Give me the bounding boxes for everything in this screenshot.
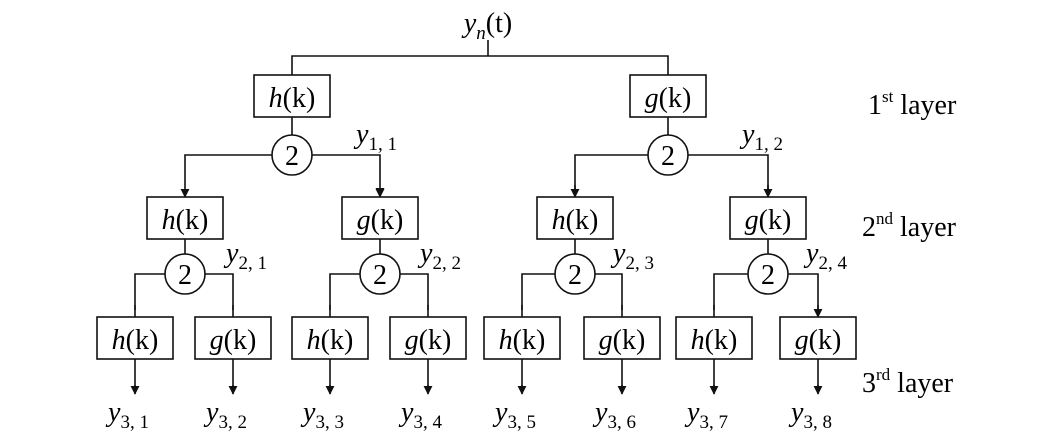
output-wires xyxy=(134,359,819,392)
filter-g-layer3-6 xyxy=(583,316,661,360)
filter-g-layer1-label: g(k) xyxy=(645,83,692,114)
filter-h-layer1-label: h(k) xyxy=(269,83,316,114)
layer2-filter-wires xyxy=(184,239,769,254)
layer1-right-branch xyxy=(574,154,769,190)
filter-h-layer3-7-label: h(k) xyxy=(691,325,738,356)
output-y33: y3, 3 xyxy=(300,397,344,433)
root-base: y xyxy=(461,8,477,39)
filter-g-layer2-a-label: g(k) xyxy=(357,205,404,236)
output-y35: y3, 5 xyxy=(492,397,536,433)
filter-g-layer3-2 xyxy=(194,316,272,360)
coef-y21: y2, 1 xyxy=(223,238,267,274)
filter-g-layer2-a xyxy=(341,196,419,240)
filter-g-layer2-b-label: g(k) xyxy=(745,205,792,236)
output-y37: y3, 7 xyxy=(684,397,728,433)
layer1-left-branch xyxy=(184,154,380,196)
filter-g-layer3-4-label: g(k) xyxy=(405,325,452,356)
downsampler-2-1-label: 2 xyxy=(178,260,192,291)
layer-label-1: 1st layer xyxy=(868,87,957,121)
filter-h-layer3-5 xyxy=(483,316,561,360)
root-sub: n xyxy=(476,23,486,44)
downsampler-2-3-label: 2 xyxy=(568,260,582,291)
filter-h-layer1 xyxy=(253,74,331,118)
output-y34: y3, 4 xyxy=(398,397,442,433)
filter-h-layer2-b xyxy=(536,196,614,240)
filter-h-layer3-1-label: h(k) xyxy=(112,325,159,356)
root-tail: (t) xyxy=(486,8,512,39)
coef-y24: y2, 4 xyxy=(803,238,847,274)
coef-y12: y1, 2 xyxy=(739,119,783,155)
downsampler-2-4-label: 2 xyxy=(761,260,775,291)
downsampler-1-2-label: 2 xyxy=(661,141,675,172)
filter-g-layer1 xyxy=(629,74,707,118)
filter-h-layer3-5-label: h(k) xyxy=(499,325,546,356)
output-y32: y3, 2 xyxy=(203,397,247,433)
filter-g-layer2-b xyxy=(729,196,807,240)
layer2-branch-2 xyxy=(329,273,429,310)
coef-y11: y1, 1 xyxy=(353,119,397,155)
layer-label-2: 2nd layer xyxy=(862,209,957,243)
output-y38: y3, 8 xyxy=(788,397,832,433)
filter-g-layer3-6-label: g(k) xyxy=(599,325,646,356)
layer-label-3: 3rd layer xyxy=(862,365,954,399)
filter-g-layer3-4 xyxy=(389,316,467,360)
root-connector xyxy=(291,40,669,75)
root-signal-label: yn(t) xyxy=(461,8,512,44)
filter-g-layer3-2-label: g(k) xyxy=(210,325,257,356)
layer2-branch-1 xyxy=(134,273,234,310)
filter-h-layer2-a xyxy=(146,196,224,240)
filter-h-layer3-3 xyxy=(291,316,369,360)
filter-g-layer3-8-label: g(k) xyxy=(795,325,842,356)
layer1-filter-wires xyxy=(291,117,669,135)
output-y31: y3, 1 xyxy=(105,397,149,433)
layer2-branch-3 xyxy=(521,273,623,310)
coef-y23: y2, 3 xyxy=(610,238,654,274)
downsampler-1-1-label: 2 xyxy=(285,141,299,172)
filter-h-layer3-3-label: h(k) xyxy=(307,325,354,356)
output-y36: y3, 6 xyxy=(592,397,636,433)
coef-y22: y2, 2 xyxy=(417,238,461,274)
downsampler-2-2-label: 2 xyxy=(373,260,387,291)
filter-h-layer2-b-label: h(k) xyxy=(552,205,599,236)
filter-h-layer3-7 xyxy=(675,316,753,360)
filter-g-layer3-8 xyxy=(779,316,857,360)
layer3-input-arrows xyxy=(134,305,818,317)
layer2-branch-4 xyxy=(713,273,819,310)
filter-h-layer2-a-label: h(k) xyxy=(162,205,209,236)
